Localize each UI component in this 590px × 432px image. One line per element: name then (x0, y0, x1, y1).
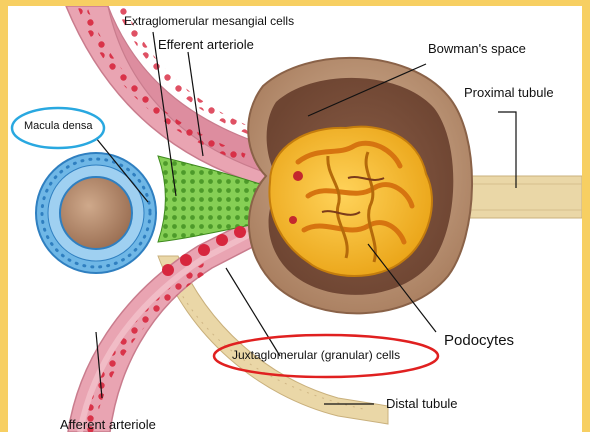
label-afferent-arteriole: Afferent arteriole (60, 418, 156, 431)
label-bowmans-space: Bowman's space (428, 42, 526, 55)
juxtaglomerular-apparatus-illustration (8, 6, 582, 432)
macula-densa-shape (36, 153, 156, 273)
diagram-panel: Extraglomerular mesangial cells Efferent… (8, 6, 582, 432)
label-macula-densa: Macula densa (24, 121, 93, 132)
label-proximal-tubule: Proximal tubule (464, 86, 554, 99)
label-distal-tubule: Distal tubule (386, 397, 458, 410)
label-podocytes: Podocytes (444, 333, 514, 348)
label-extraglomerular-mesangial-cells: Extraglomerular mesangial cells (124, 15, 294, 27)
label-efferent-arteriole: Efferent arteriole (158, 38, 254, 51)
label-juxtaglomerular-cells: Juxtaglomerular (granular) cells (232, 349, 400, 361)
